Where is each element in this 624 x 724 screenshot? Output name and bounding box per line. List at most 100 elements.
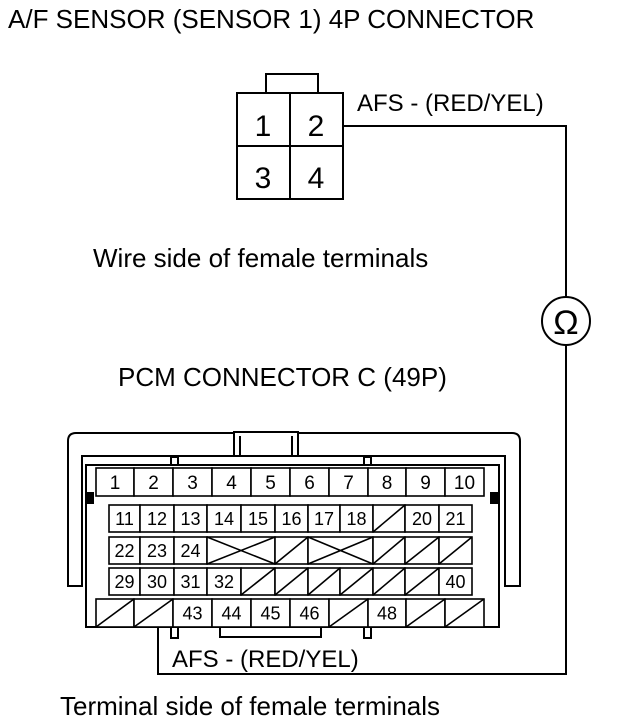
pcm-cell: [438, 504, 473, 533]
pcm-cell: [250, 467, 291, 497]
pcm-unused-terminal-mark: [438, 536, 473, 565]
pcm-terminal-label: 10: [454, 473, 475, 494]
pcm-unused-terminal-mark: [206, 536, 276, 565]
pcm-connector-latch: [233, 431, 299, 457]
pcm-cell: [240, 504, 276, 533]
diagram-title: A/F SENSOR (SENSOR 1) 4P CONNECTOR: [8, 4, 534, 34]
pcm-terminal-label: 12: [147, 509, 167, 529]
pcm-cell: [206, 567, 242, 596]
pcm-terminal-label: 43: [182, 603, 202, 623]
pcm-unused-terminal-mark: [240, 567, 276, 596]
sensor-terminal-1: 1: [255, 110, 272, 143]
pcm-cell: [173, 567, 208, 596]
pcm-unused-terminal-mark: [405, 598, 446, 628]
pcm-cell: [139, 567, 175, 596]
pcm-cell: [108, 536, 141, 565]
pcm-terminal-label: 17: [314, 509, 334, 529]
pcm-cell: [173, 504, 208, 533]
pcm-terminal-label: 2: [148, 473, 159, 494]
pcm-cell: [172, 467, 213, 497]
afs-wire-bottom-label: AFS - (RED/YEL): [172, 646, 359, 673]
afs-wire-top-label: AFS - (RED/YEL): [357, 90, 544, 117]
pcm-cell: [173, 536, 208, 565]
pcm-terminal-label: 4: [226, 473, 237, 494]
pcm-cell: [328, 467, 369, 497]
sensor-connector: [236, 73, 344, 200]
pcm-cell: [405, 467, 446, 497]
pcm-terminal-label: 6: [304, 473, 315, 494]
sensor-terminal-2: 2: [308, 110, 325, 143]
pcm-terminal-label: 21: [445, 509, 465, 529]
pcm-key-left: [170, 456, 179, 466]
pcm-terminal-label: 15: [248, 509, 268, 529]
pcm-terminal-label: 9: [420, 473, 431, 494]
pcm-cell: [139, 536, 175, 565]
pcm-unused-terminal-mark: [404, 536, 440, 565]
pcm-tab-left: [170, 626, 179, 639]
pcm-terminal-label: 31: [180, 572, 200, 592]
sensor-terminal-4: 4: [308, 162, 325, 195]
pcm-cell: [211, 467, 252, 497]
pcm-terminal-label: 20: [412, 509, 432, 529]
pcm-terminal-label: 23: [147, 541, 167, 561]
pcm-cell: [444, 467, 485, 497]
pcm-unused-terminal-mark: [328, 598, 369, 628]
afs-wire-bottom: [157, 345, 567, 675]
pcm-terminal-label: 44: [221, 603, 241, 623]
pcm-terminal-label: 45: [260, 603, 280, 623]
afs-wire-top: [343, 125, 567, 297]
pcm-terminal-label: 48: [377, 603, 397, 623]
pcm-unused-terminal-mark: [444, 598, 485, 628]
pcm-terminal-label: 16: [281, 509, 301, 529]
pcm-terminal-label: 32: [214, 572, 234, 592]
pcm-terminal-label: 22: [114, 541, 134, 561]
pcm-unused-terminal-mark: [339, 567, 374, 596]
pcm-terminal-label: 1: [110, 473, 121, 494]
pcm-cell: [307, 504, 341, 533]
pcm-unused-terminal-mark: [372, 504, 406, 533]
pcm-unused-terminal-mark: [274, 536, 309, 565]
pcm-latch-mark-left: [86, 492, 94, 504]
pcm-unused-terminal-mark: [404, 567, 440, 596]
pcm-terminal-label: 24: [180, 541, 200, 561]
pcm-unused-terminal-mark: [372, 567, 406, 596]
pcm-cell: [172, 598, 213, 628]
pcm-terminal-label: 46: [299, 603, 319, 623]
pcm-bottom-guide: [219, 627, 322, 638]
pcm-unused-terminal-mark: [274, 567, 309, 596]
pcm-unused-terminal-mark: [133, 598, 174, 628]
pcm-connector-housing: [67, 432, 521, 587]
pcm-cell: [108, 567, 141, 596]
pcm-unused-terminal-mark: [307, 536, 374, 565]
pcm-terminal-label: 13: [180, 509, 200, 529]
pcm-terminal-label: 30: [147, 572, 167, 592]
pcm-cell: [367, 467, 407, 497]
sensor-terminal-3: 3: [255, 162, 272, 195]
pcm-unused-terminal-mark: [372, 536, 406, 565]
pcm-terminal-label: 5: [265, 473, 276, 494]
ohmmeter-symbol: Ω: [553, 304, 578, 342]
pcm-terminal-label: 18: [346, 509, 366, 529]
pcm-tab-right: [363, 626, 372, 639]
pcm-cell: [438, 567, 473, 596]
pcm-terminal-label: 8: [382, 473, 393, 494]
pcm-key-right: [363, 456, 372, 466]
pcm-terminal-label: 14: [214, 509, 234, 529]
pcm-terminal-label: 7: [343, 473, 354, 494]
pcm-cell: [133, 467, 174, 497]
pcm-cell: [274, 504, 309, 533]
pcm-latch-mark-right: [490, 492, 498, 504]
pcm-unused-terminal-mark: [95, 598, 135, 628]
pcm-terminal-label: 3: [187, 473, 198, 494]
sensor-connector-latch: [265, 73, 319, 95]
pcm-cell: [95, 467, 135, 497]
pcm-connector-title: PCM CONNECTOR C (49P): [118, 362, 447, 392]
sensor-connector-caption: Wire side of female terminals: [93, 243, 428, 273]
pcm-cell: [367, 598, 407, 628]
pcm-terminal-label: 29: [114, 572, 134, 592]
pcm-terminal-label: 11: [115, 509, 134, 529]
pcm-unused-terminal-mark: [307, 567, 341, 596]
pcm-terminal-label: 40: [445, 572, 465, 592]
